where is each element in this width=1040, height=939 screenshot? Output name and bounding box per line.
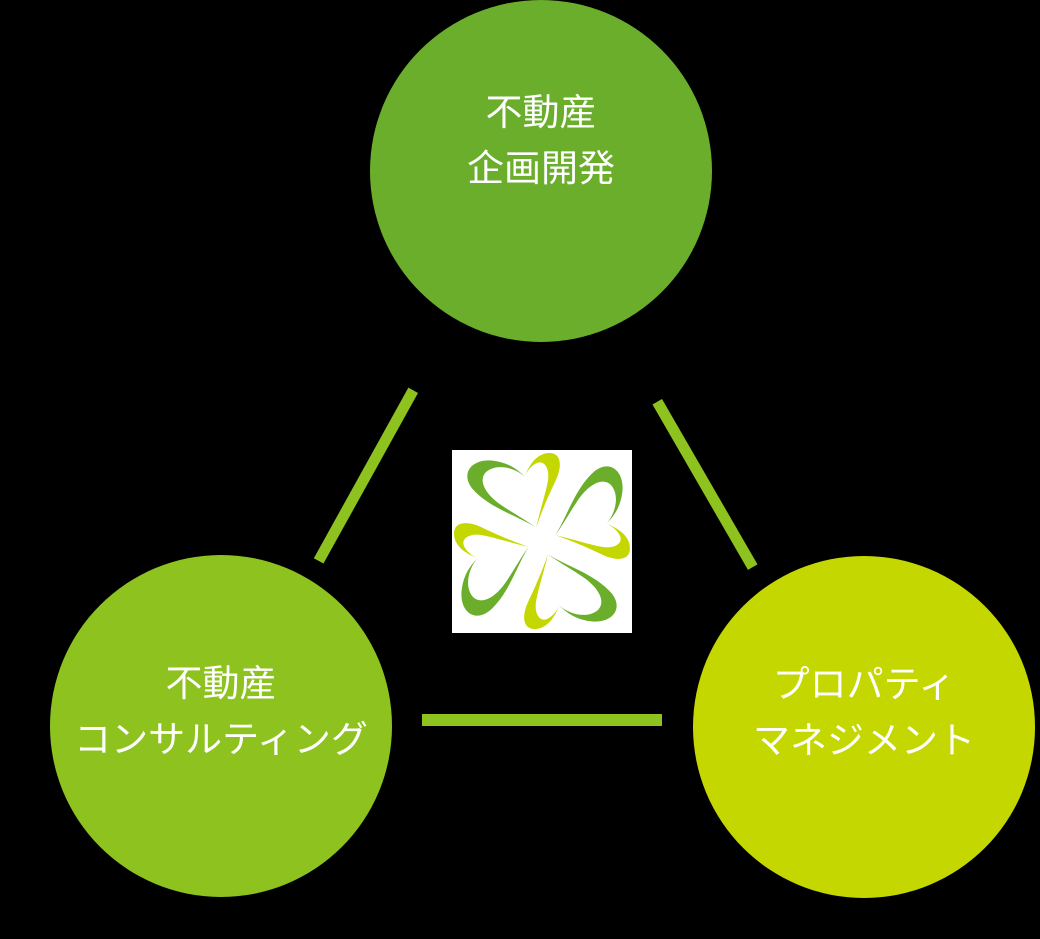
- node-label-line-2: マネジメント: [753, 719, 975, 762]
- node-label-line-2: コンサルティング: [74, 718, 368, 761]
- center-logo: [452, 450, 632, 633]
- node-property-management: プロパティ マネジメント: [693, 556, 1035, 898]
- node-label: 不動産 企画開発: [467, 85, 615, 197]
- connector-top-left: [313, 387, 418, 564]
- connector-left-right: [422, 714, 662, 726]
- node-label-line-2: 企画開発: [467, 147, 615, 190]
- node-label-line-1: プロパティ: [772, 663, 956, 706]
- connector-top-right: [652, 399, 758, 570]
- node-real-estate-planning-development: 不動産 企画開発: [370, 0, 712, 342]
- node-label-line-1: 不動産: [485, 91, 597, 134]
- node-label: プロパティ マネジメント: [753, 657, 975, 769]
- node-real-estate-consulting: 不動産 コンサルティング: [50, 555, 392, 897]
- node-label: 不動産 コンサルティング: [74, 656, 368, 768]
- four-leaf-clover-hearts-icon: [452, 450, 632, 632]
- node-label-line-1: 不動産: [165, 662, 277, 705]
